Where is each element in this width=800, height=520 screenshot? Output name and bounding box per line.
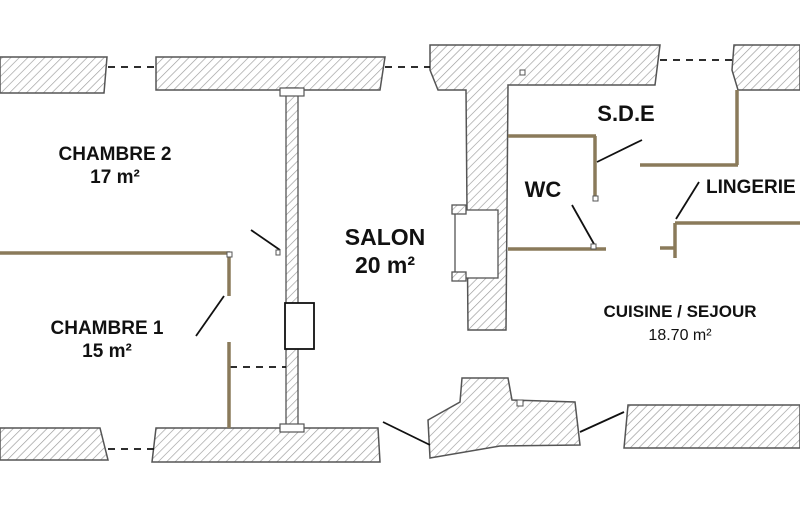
room-area: 17 m² <box>90 166 140 188</box>
wall-bottom-center <box>427 377 581 459</box>
wall-bottom-chambre1 <box>151 427 381 463</box>
room-name: SALON <box>344 224 426 250</box>
room-name: CUISINE / SEJOUR <box>603 302 757 321</box>
hinge-6 <box>516 399 524 407</box>
spine-box <box>284 302 315 350</box>
pillar-notch-rect <box>454 209 499 279</box>
door-bottom-right <box>579 411 625 433</box>
pillar-small-tab-top <box>451 204 467 215</box>
hinge-3 <box>592 195 599 202</box>
room-name: S.D.E <box>597 101 655 126</box>
window-openings <box>108 59 732 450</box>
room-name: CHAMBRE 1 <box>50 318 164 339</box>
room-name: CHAMBRE 2 <box>58 144 172 165</box>
room-area: 18.70 m² <box>648 327 712 345</box>
hinge-5 <box>519 69 526 76</box>
room-cuisine-sejour: CUISINE / SEJOUR 18.70 m² <box>590 302 770 346</box>
wall-top-right <box>731 44 800 91</box>
room-area: 15 m² <box>82 340 132 362</box>
hinge-2 <box>226 251 233 258</box>
wall-top-left <box>0 56 108 94</box>
wall-top-chambre2 <box>155 56 386 91</box>
central-partition <box>279 87 315 433</box>
room-sde: S.D.E <box>586 101 666 127</box>
pillar-small-tab-bottom <box>451 271 467 282</box>
wall-bottom-right <box>623 404 800 449</box>
room-chambre-1: CHAMBRE 1 15 m² <box>22 318 192 364</box>
salon-pillar-notch <box>451 204 499 282</box>
spine-cap-top <box>279 87 305 97</box>
wall-bottom-left <box>0 427 109 461</box>
room-chambre-2: CHAMBRE 2 17 m² <box>30 144 200 190</box>
door-ch1 <box>195 295 225 337</box>
door-ch2 <box>250 229 281 251</box>
hinge-4 <box>590 243 597 250</box>
room-salon: SALON 20 m² <box>330 224 440 279</box>
bottom-walls <box>0 377 800 463</box>
door-lines <box>195 139 700 446</box>
hinge-1 <box>275 249 281 256</box>
room-name: WC <box>524 177 562 202</box>
room-name: LINGERIE <box>706 177 796 198</box>
door-wc <box>571 204 595 245</box>
door-sde <box>596 139 643 163</box>
spine-cap-bottom <box>279 423 305 433</box>
room-wc: WC <box>518 177 568 203</box>
door-lingerie <box>675 181 700 220</box>
door-bottom-left <box>382 421 431 446</box>
room-area: 20 m² <box>354 251 416 278</box>
hinge-markers <box>226 69 599 407</box>
room-lingerie: LINGERIE <box>706 177 796 200</box>
interior-partitions <box>0 90 800 428</box>
spine-wall <box>285 87 299 431</box>
